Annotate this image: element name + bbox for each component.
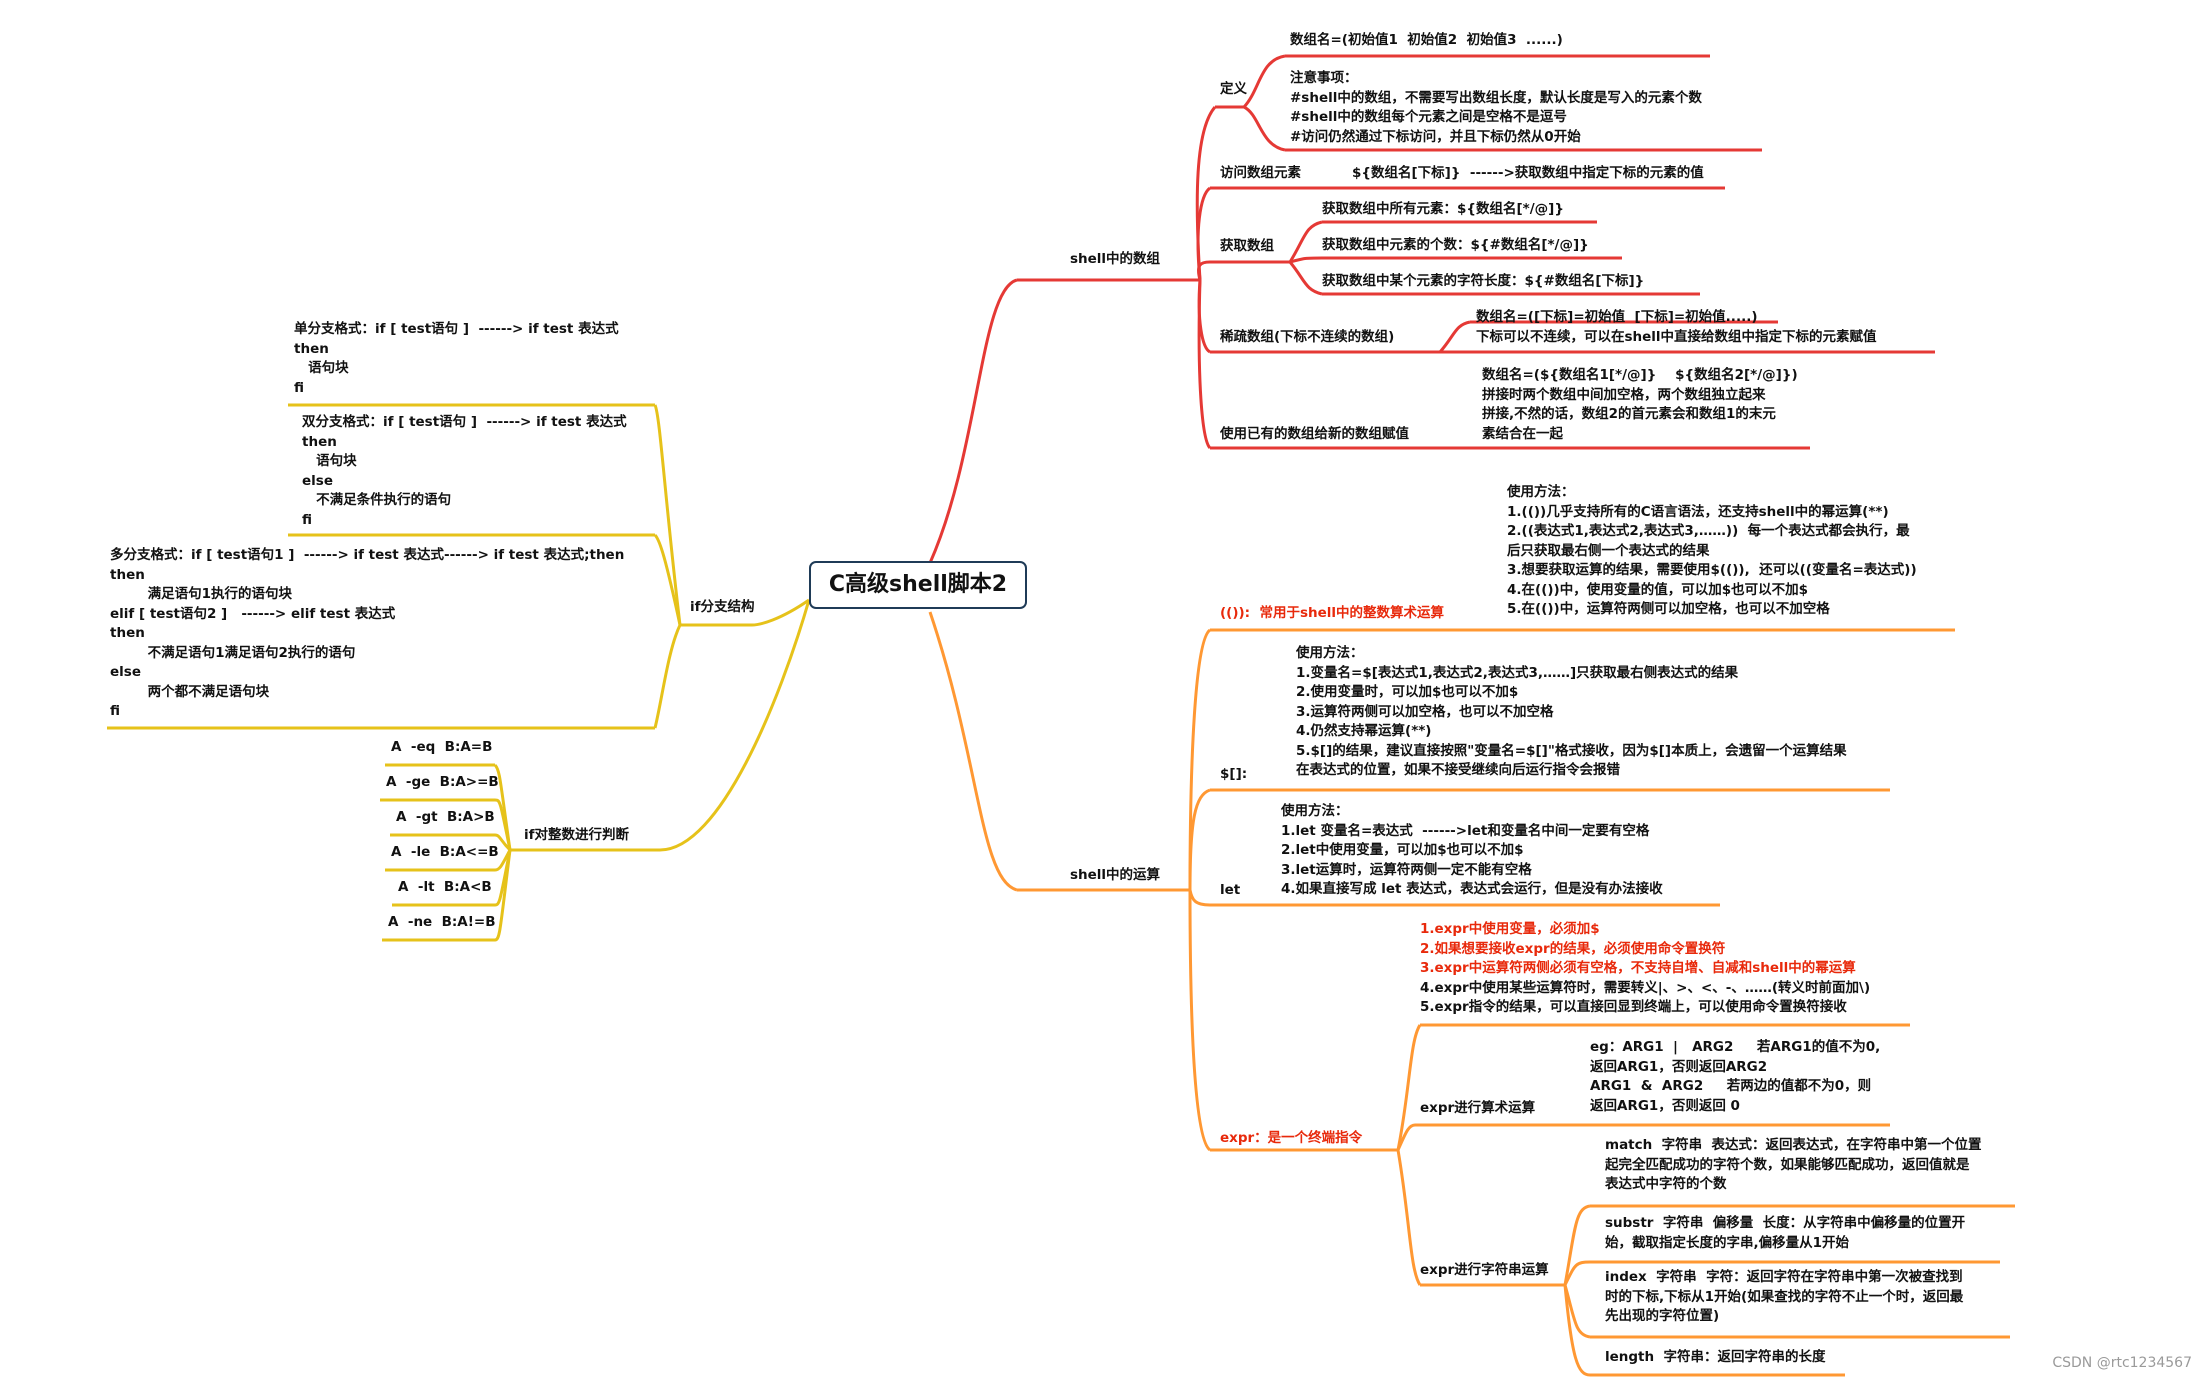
- root-node[interactable]: C高级shell脚本2: [809, 561, 1027, 609]
- node-int-op: A -ne B:A!=B: [388, 914, 496, 930]
- branch-int-compare[interactable]: if对整数进行判断: [524, 827, 630, 843]
- node-op-let-text: 使用方法： 1.let 变量名=表达式 ------>let和变量名中间一定要有…: [1281, 803, 1663, 897]
- node-op-double-paren[interactable]: (()): 常用于shell中的整数算术运算: [1220, 605, 1445, 621]
- node-array-syntax: 数组名=(初始值1 初始值2 初始值3 ......): [1290, 32, 1563, 48]
- expr-note: 3.expr中运算符两侧必须有空格，不支持自增、自减和shell中的幂运算: [1420, 960, 1856, 976]
- node-expr-arith[interactable]: expr进行算术运算: [1420, 1100, 1536, 1116]
- expr-note: 1.expr中使用变量，必须加$: [1420, 921, 1600, 937]
- node-expr-string-item: index 字符串 字符：返回字符在字符串中第一次被查找到 时的下标,下标从1开…: [1605, 1269, 1964, 1324]
- node-expr-string-item: length 字符串：返回字符串的长度: [1605, 1349, 1826, 1365]
- node-int-op: A -ge B:A>=B: [386, 774, 499, 790]
- node-array-get-item: 获取数组中某个元素的字符长度：${#数组名[下标]}: [1322, 273, 1645, 289]
- node-array-sparse-text: 数组名=([下标]=初始值 [下标]=初始值.....) 下标可以不连续，可以在…: [1476, 309, 1877, 345]
- node-expr-string-item: match 字符串 表达式：返回表达式，在字符串中第一个位置 起完全匹配成功的字…: [1605, 1137, 1982, 1192]
- node-if-double: 双分支格式：if [ test语句 ] ------> if test 表达式 …: [302, 414, 627, 528]
- node-expr-arith-text: eg：ARG1 | ARG2 若ARG1的值不为0, 返回ARG1，否则返回AR…: [1590, 1039, 1881, 1114]
- node-op-bracket[interactable]: $[]:: [1220, 766, 1248, 782]
- if-branch-lines: [107, 403, 811, 942]
- expr-note: 4.expr中使用某些运算符时，需要转义|、>、<、-、……(转义时前面加\): [1420, 979, 1871, 996]
- node-int-op: A -gt B:A>B: [396, 809, 495, 825]
- node-if-multi: 多分支格式：if [ test语句1 ] ------> if test 表达式…: [110, 547, 625, 719]
- array-branch-lines: [928, 54, 1935, 564]
- node-array-assign[interactable]: 使用已有的数组给新的数组赋值: [1220, 426, 1409, 442]
- node-op-double-paren-text: 使用方法： 1.(())几乎支持所有的C语言语法，还支持shell中的幂运算(*…: [1507, 484, 1917, 617]
- node-array-definition[interactable]: 定义: [1220, 81, 1247, 97]
- node-array-assign-text: 数组名=(${数组名1[*/@]} ${数组名2[*/@]}) 拼接时两个数组中…: [1482, 367, 1798, 442]
- node-int-op: A -le B:A<=B: [391, 844, 499, 860]
- watermark: CSDN @rtc1234567: [2052, 1355, 2192, 1371]
- node-array-get-item: 获取数组中所有元素：${数组名[*/@]}: [1322, 201, 1564, 217]
- node-op-expr[interactable]: expr：是一个终端指令: [1220, 1130, 1363, 1146]
- node-expr-string-item: substr 字符串 偏移量 长度：从字符串中偏移量的位置开 始，截取指定长度的…: [1605, 1215, 1966, 1251]
- node-op-expr-notes: 1.expr中使用变量，必须加$ 2.如果想要接收expr的结果，必须使用命令置…: [1420, 920, 1870, 1018]
- node-op-bracket-text: 使用方法： 1.变量名=$[表达式1,表达式2,表达式3,……]只获取最右侧表达…: [1296, 645, 1847, 778]
- expr-note: 5.expr指令的结果，可以直接回显到终端上，可以使用命令置换符接收: [1420, 999, 1847, 1015]
- branch-operations[interactable]: shell中的运算: [1070, 867, 1161, 883]
- branch-if-structure[interactable]: if分支结构: [690, 599, 755, 615]
- node-array-get-item: 获取数组中元素的个数：${#数组名[*/@]}: [1322, 237, 1589, 253]
- node-op-let[interactable]: let: [1220, 882, 1241, 898]
- node-array-sparse[interactable]: 稀疏数组(下标不连续的数组): [1220, 329, 1395, 345]
- node-array-notes: 注意事项： #shell中的数组，不需要写出数组长度，默认长度是写入的元素个数 …: [1290, 70, 1702, 145]
- node-if-single: 单分支格式：if [ test语句 ] ------> if test 表达式 …: [294, 321, 619, 396]
- ops-branch-lines: [928, 611, 2015, 1377]
- node-int-op: A -eq B:A=B: [391, 739, 493, 755]
- node-array-access-text: ${数组名[下标]} ------>获取数组中指定下标的元素的值: [1352, 165, 1704, 181]
- node-int-op: A -lt B:A<B: [398, 879, 492, 895]
- node-array-get[interactable]: 获取数组: [1220, 238, 1274, 254]
- expr-note: 2.如果想要接收expr的结果，必须使用命令置换符: [1420, 940, 1726, 957]
- branch-arrays[interactable]: shell中的数组: [1070, 251, 1161, 267]
- node-array-access[interactable]: 访问数组元素: [1220, 165, 1301, 181]
- node-expr-string[interactable]: expr进行字符串运算: [1420, 1262, 1549, 1278]
